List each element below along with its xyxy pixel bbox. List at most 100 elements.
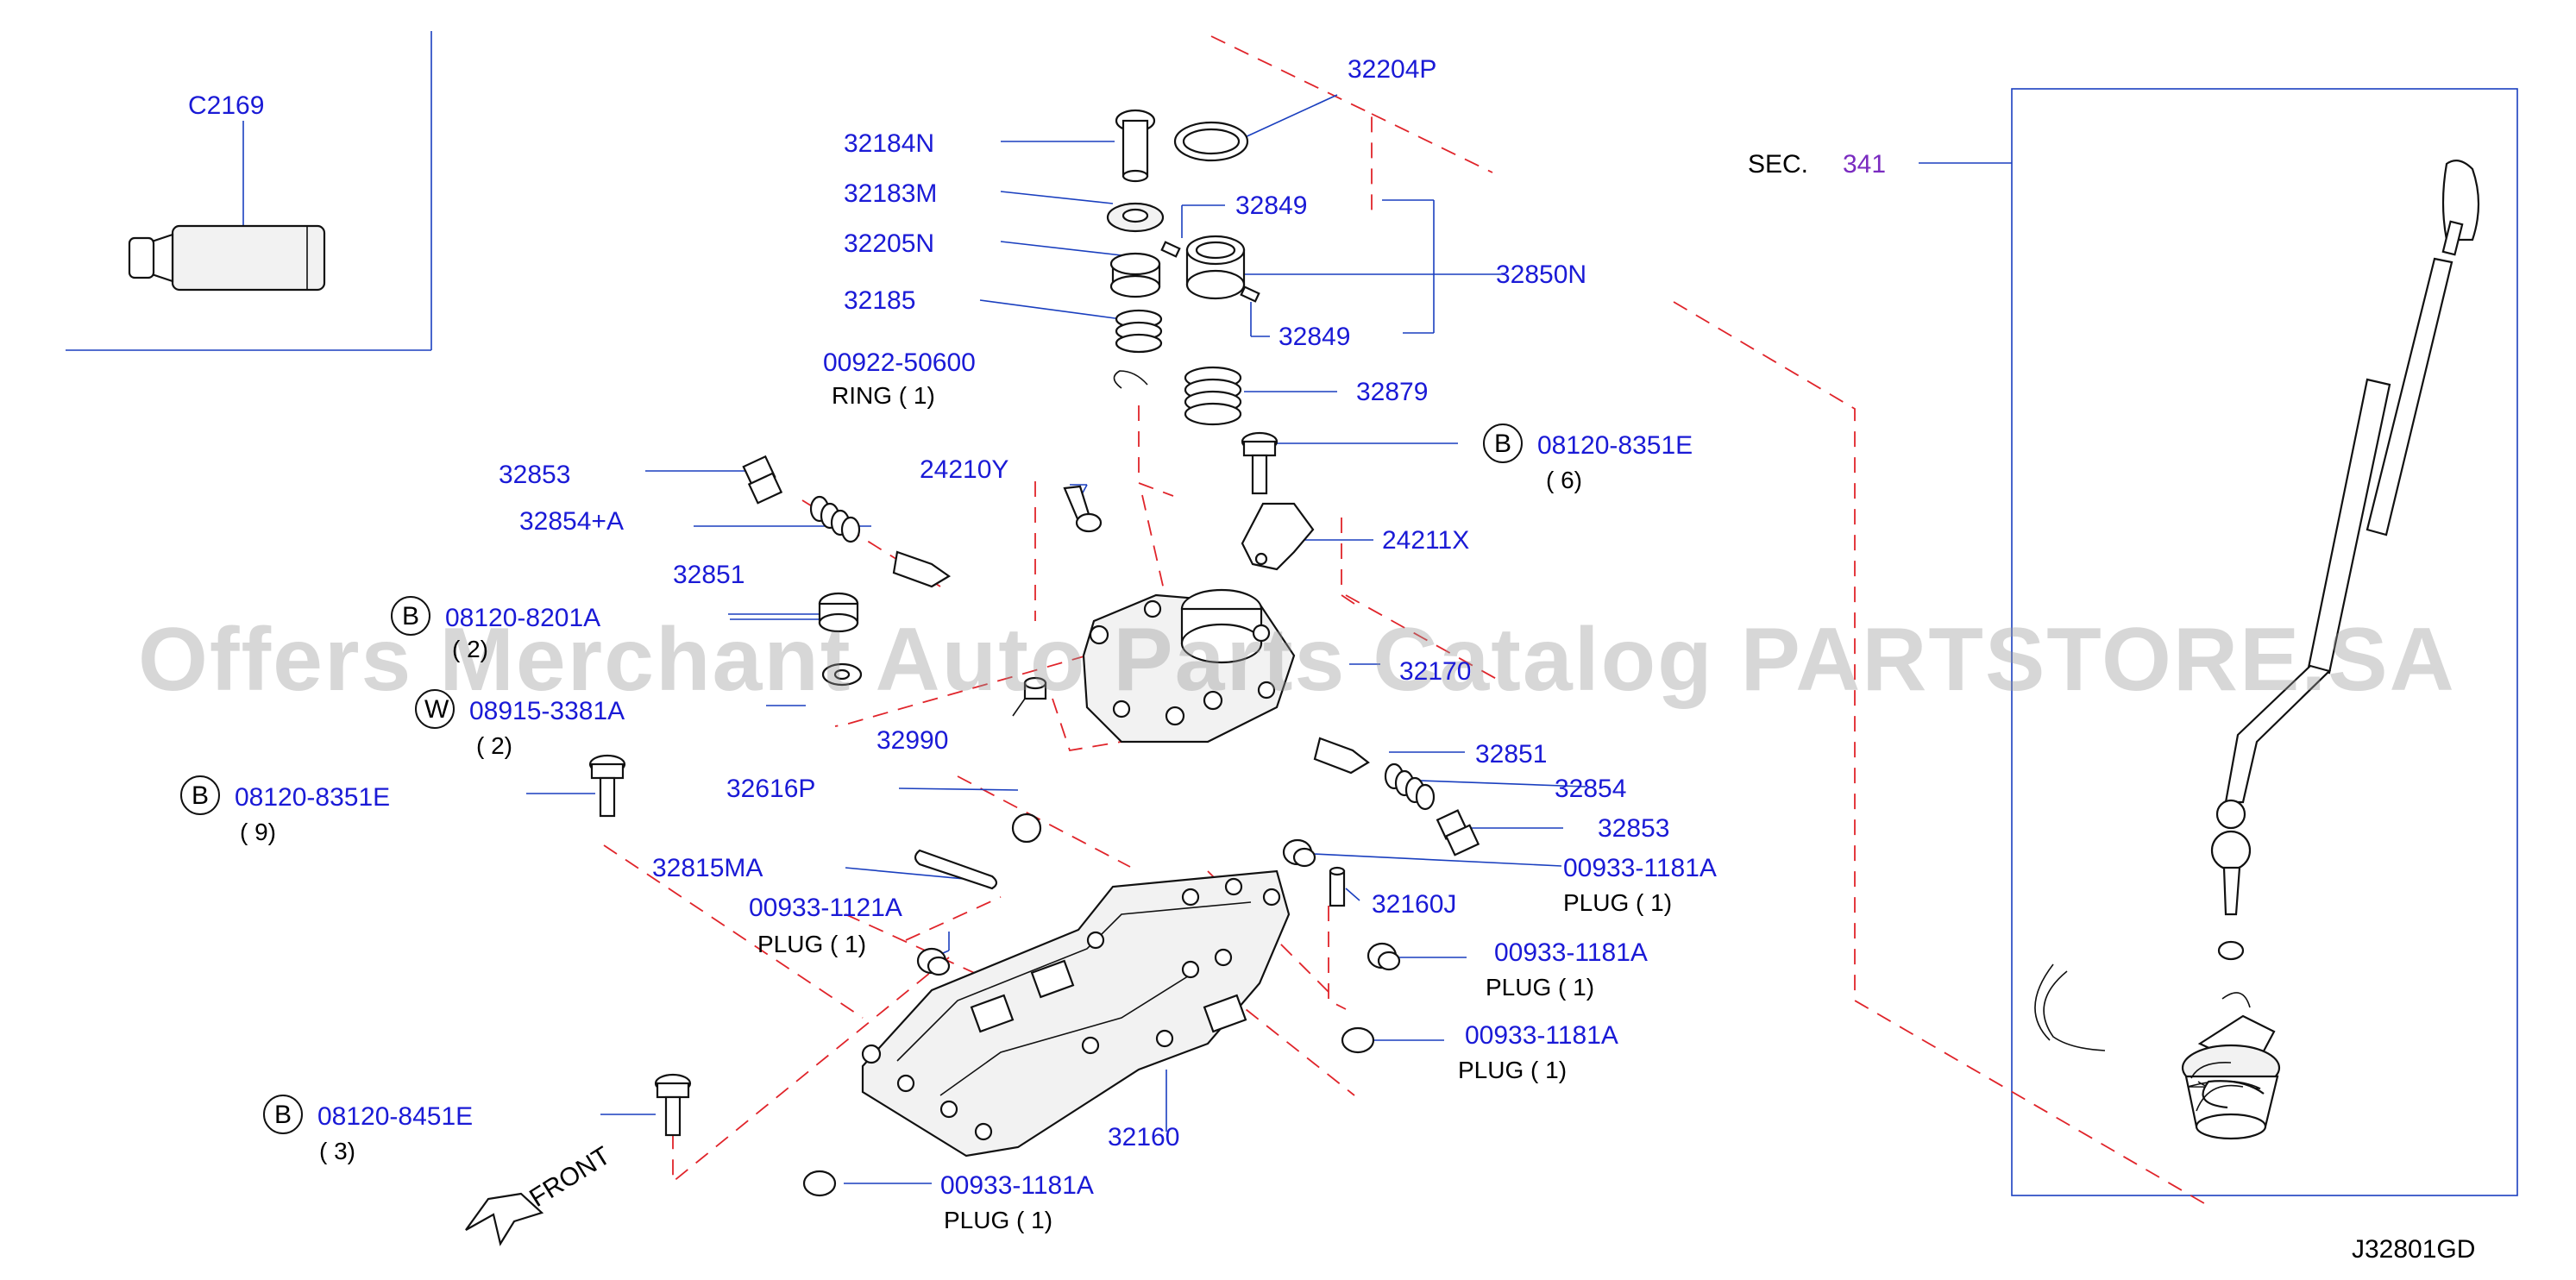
callout-00933-1121A-sub: PLUG ( 1) [757,931,866,957]
leader-lines [242,94,1586,1184]
front-label: FRONT [525,1141,615,1213]
plug-00933-1181A-b-drawing [1367,942,1401,971]
sec-label: SEC. [1748,150,1808,179]
callout-08915-3381A-qty: ( 2) [476,732,512,759]
callout-32160J[interactable]: 32160J [1372,890,1456,919]
callout-00933-1181A-d[interactable]: 00933-1181A [940,1171,1094,1200]
part-32851-left-drawing [892,550,952,588]
bolt-08120-8351E-left-drawing [588,754,626,818]
part-00922-ring-drawing [1113,370,1148,389]
part-32853-left-drawing [742,455,783,505]
part-32170-housing-drawing [1082,588,1296,744]
callout-32990[interactable]: 32990 [876,726,948,755]
part-32854A-spring-drawing [809,495,861,543]
part-32990-drawing [1012,676,1047,717]
bolt-badge-b-left-letter: B [192,781,209,810]
bolt-badge-b-8451E [263,1095,303,1134]
callout-32849-bottom[interactable]: 32849 [1279,323,1350,351]
inset-frame-sec341 [1919,88,2518,1196]
part-32160-valve-body-drawing [861,869,1291,1158]
callout-00933-1181A-a[interactable]: 00933-1181A [1563,854,1717,882]
bolt-08120-8351E-top-drawing [1241,431,1279,495]
callout-08120-8201A[interactable]: 08120-8201A [445,604,600,632]
callout-32616P[interactable]: 32616P [726,775,815,803]
callout-24210Y[interactable]: 24210Y [920,455,1008,484]
bolt-badge-b-top-letter: B [1494,430,1511,458]
plug-00933-1181A-a-drawing [1282,838,1316,868]
part-24210Y-drawing [1063,485,1103,533]
callout-32851-right[interactable]: 32851 [1475,740,1547,769]
callout-32853-left[interactable]: 32853 [499,461,570,489]
bolt-badge-b-top [1483,424,1523,463]
bolt-badge-b-left [180,775,220,815]
part-24211X-bracket-drawing [1241,502,1315,571]
callout-32204P[interactable]: 32204P [1348,55,1436,84]
callout-32185[interactable]: 32185 [844,286,915,315]
callout-32170[interactable]: 32170 [1399,657,1471,686]
washer-badge-w [415,689,455,729]
callout-32879[interactable]: 32879 [1356,378,1428,406]
sec-number-link[interactable]: 341 [1843,150,1886,179]
part-32853-right-drawing [1436,809,1480,856]
callout-08120-8351E-left[interactable]: 08120-8351E [235,783,390,812]
part-32205N-drawing [1109,252,1161,298]
front-direction-arrow [465,1192,544,1246]
part-32160J-pin-drawing [1329,866,1346,907]
callout-00933-1181A-a-sub: PLUG ( 1) [1563,889,1672,916]
callout-C2169[interactable]: C2169 [188,91,264,120]
callout-32184N[interactable]: 32184N [844,129,934,158]
shift-lever-assembly-drawing [2034,160,2480,1140]
bolt-badge-b-8201A-letter: B [402,602,419,631]
inset-frame-c2169 [66,31,432,351]
callout-08915-3381A[interactable]: 08915-3381A [469,697,625,725]
callout-32854[interactable]: 32854 [1555,775,1626,803]
callout-08120-8351E-top-qty: ( 6) [1546,467,1582,493]
callout-32183M[interactable]: 32183M [844,179,937,208]
plug-00933-1121A-drawing [916,947,951,976]
callout-32205N[interactable]: 32205N [844,229,934,258]
callout-32853-right[interactable]: 32853 [1598,814,1669,843]
callout-00933-1181A-c-sub: PLUG ( 1) [1458,1057,1567,1083]
plug-00933-1181A-d-drawing [802,1170,837,1197]
callout-24211X[interactable]: 24211X [1382,526,1469,555]
washer-08915-3381A-drawing [821,662,863,687]
callout-00933-1181A-d-sub: PLUG ( 1) [944,1207,1052,1233]
part-32850N-drawing [1160,235,1260,303]
callout-00933-1121A[interactable]: 00933-1121A [749,894,902,922]
bolt-08120-8451E-drawing [654,1073,692,1137]
bolt-08120-8201A-drawing [818,592,859,633]
washer-badge-w-letter: W [424,695,449,724]
callout-00922-50600-sub: RING ( 1) [832,382,935,409]
part-32616P-ball-drawing [1011,813,1042,844]
callout-08120-8351E-left-qty: ( 9) [240,819,276,845]
callout-00933-1181A-b[interactable]: 00933-1181A [1494,938,1648,967]
watermark-text: Offers Merchant Auto Parts Catalog PARTS… [138,610,2456,710]
callout-08120-8451E-qty: ( 3) [319,1138,355,1164]
callout-32851-left[interactable]: 32851 [673,561,745,589]
part-32185-spring-drawing [1115,309,1163,354]
callout-00922-50600[interactable]: 00922-50600 [823,348,976,377]
callout-00933-1181A-c[interactable]: 00933-1181A [1465,1021,1618,1050]
callout-32160[interactable]: 32160 [1108,1123,1179,1151]
plug-00933-1181A-c-drawing [1341,1026,1375,1054]
part-32851-right-drawing [1313,737,1370,775]
callout-08120-8201A-qty: ( 2) [452,636,488,662]
part-32184N-drawing [1115,109,1156,183]
part-32815MA-rod-drawing [914,849,998,890]
bolt-badge-b-8201A [391,596,430,636]
part-32854-spring-drawing [1384,762,1436,811]
callout-08120-8351E-top[interactable]: 08120-8351E [1537,431,1693,460]
callout-00933-1181A-b-sub: PLUG ( 1) [1486,974,1594,1001]
callout-32850N[interactable]: 32850N [1496,260,1586,289]
sealant-tube-illustration [128,224,326,292]
part-32183M-drawing [1106,202,1165,233]
callout-08120-8451E[interactable]: 08120-8451E [317,1102,473,1131]
callout-32854A[interactable]: 32854+A [519,507,624,536]
callout-32849-top[interactable]: 32849 [1235,191,1307,220]
bolt-badge-b-8451E-letter: B [274,1101,292,1129]
part-32879-spring-drawing [1184,366,1242,426]
diagram-reference-code: J32801GD [2352,1235,2475,1264]
part-32204P-drawing [1173,121,1249,162]
callout-32815MA[interactable]: 32815MA [652,854,763,882]
